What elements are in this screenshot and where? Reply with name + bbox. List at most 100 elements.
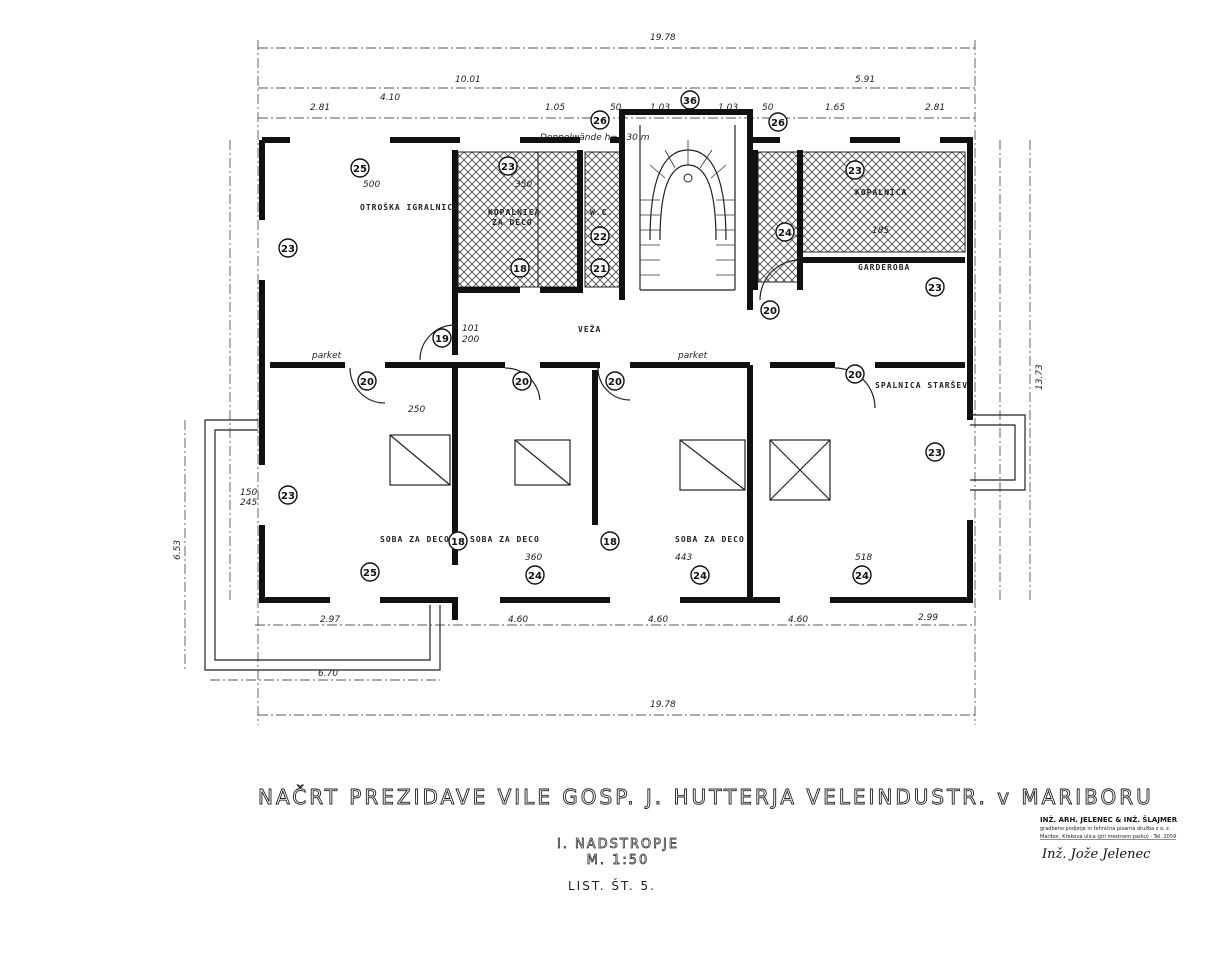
marker: 20 (605, 371, 625, 391)
dim-misc: 250 (408, 405, 425, 415)
room-playroom: OTROŠKA IGRALNICA (360, 201, 459, 212)
marker: 23 (278, 238, 298, 258)
dim-chain: 4.60 (508, 615, 528, 625)
dim-chain: 4.60 (788, 615, 808, 625)
dim-misc: 443 (675, 553, 692, 563)
room-markers: 25 23 26 36 26 23 23 18 21 22 24 23 19 2… (278, 90, 945, 585)
svg-text:23: 23 (848, 166, 862, 177)
marker: 19 (432, 328, 452, 348)
furniture-beds (389, 434, 831, 501)
room-hall: VEŽA (578, 323, 601, 334)
tiled-areas (457, 151, 966, 288)
marker: 18 (600, 531, 620, 551)
marker: 23 (925, 277, 945, 297)
marker: 23 (498, 156, 518, 176)
marker: 23 (845, 160, 865, 180)
balcony (970, 414, 1026, 491)
scale-label: M. 1:50 (587, 853, 650, 868)
marker: 18 (510, 258, 530, 278)
marker: 26 (768, 112, 788, 132)
svg-text:20: 20 (763, 306, 777, 317)
floor-label: I. NADSTROPJE (557, 837, 679, 852)
dim-misc: 101 (462, 324, 479, 334)
marker: 20 (357, 371, 377, 391)
marker: 24 (775, 222, 795, 242)
dim-left-block: 10.01 (455, 75, 481, 85)
dim-chain: 1.65 (825, 103, 845, 113)
room-kids-bath-2: ZA DECO (492, 218, 533, 227)
svg-text:20: 20 (608, 377, 622, 388)
svg-text:26: 26 (593, 116, 607, 127)
svg-text:24: 24 (778, 228, 792, 239)
dim-terrace: 6.70 (318, 669, 338, 679)
marker: 20 (512, 371, 532, 391)
svg-text:23: 23 (281, 491, 295, 502)
svg-text:23: 23 (281, 244, 295, 255)
stamp-firm: INŽ. ARH. JELENEC & INŽ. ŠLAJMER (1040, 815, 1178, 824)
dim-right-block: 5.91 (855, 75, 875, 85)
dim-chain: 50 (762, 103, 774, 113)
floor-parket: parket (677, 351, 708, 361)
signature: Inž. Jože Jelenec (1041, 847, 1151, 862)
dim-misc: 245 (240, 498, 257, 508)
marker: 24 (690, 565, 710, 585)
dim-chain: 2.81 (925, 103, 945, 113)
svg-text:23: 23 (928, 448, 942, 459)
svg-text:20: 20 (515, 377, 529, 388)
dim-misc: 200 (462, 335, 479, 345)
svg-text:21: 21 (593, 264, 607, 275)
room-wc: W.C. (590, 208, 613, 217)
svg-text:26: 26 (771, 118, 785, 129)
room-parents: SPALNICA STARŠEV (875, 379, 968, 390)
stamp-description: gradbeno podjetje in tehnična pisarna dr… (1040, 825, 1171, 832)
dim-chain: 50 (610, 103, 622, 113)
marker: 25 (360, 562, 380, 582)
marker: 21 (590, 258, 610, 278)
dim-misc: 350 (515, 180, 532, 190)
terrace (204, 419, 441, 671)
sheet-number: LIST. ŠT. 5. (568, 878, 656, 893)
dim-total-top: 19.78 (650, 33, 676, 43)
title-block: NAČRT PREZIDAVE VILE GOSP. J. HUTTERJA V… (258, 785, 1154, 893)
svg-text:24: 24 (855, 571, 869, 582)
architect-stamp: INŽ. ARH. JELENEC & INŽ. ŠLAJMER gradben… (1040, 815, 1178, 862)
staircase (639, 125, 736, 291)
stamp-address: Maribor, Krekova ulica (pri mestnem park… (1040, 834, 1176, 840)
walls (259, 109, 973, 620)
svg-text:25: 25 (363, 568, 377, 579)
dim-misc: 185 (872, 226, 889, 236)
svg-text:18: 18 (603, 537, 617, 548)
marker: 22 (590, 226, 610, 246)
svg-text:23: 23 (928, 283, 942, 294)
marker: 20 (845, 364, 865, 384)
svg-text:18: 18 (513, 264, 527, 275)
svg-text:25: 25 (353, 164, 367, 175)
svg-text:36: 36 (683, 96, 697, 107)
room-kids-bath-1: KOPALNICA (488, 208, 540, 217)
marker: 24 (525, 565, 545, 585)
dim-misc: 360 (525, 553, 542, 563)
marker: 18 (448, 531, 468, 551)
marker: 26 (590, 110, 610, 130)
dim-chain: 4.60 (648, 615, 668, 625)
svg-text:19: 19 (435, 334, 449, 345)
marker: 23 (925, 442, 945, 462)
room-kids-2: SOBA ZA DECO (470, 535, 540, 544)
drawing-title: NAČRT PREZIDAVE VILE GOSP. J. HUTTERJA V… (258, 785, 1154, 809)
svg-text:22: 22 (593, 232, 607, 243)
svg-text:20: 20 (848, 370, 862, 381)
dim-height-right: 13.73 (1035, 364, 1045, 390)
svg-text:20: 20 (360, 377, 374, 388)
dim-chain: 1.03 (718, 103, 738, 113)
ceiling-note: Doppelwände h=2.30 m (540, 133, 650, 143)
room-kids-3: SOBA ZA DECO (675, 535, 745, 544)
room-bath: KOPALNICA (855, 188, 907, 197)
dimension-lines (184, 40, 1031, 725)
marker: 24 (852, 565, 872, 585)
marker: 36 (680, 90, 700, 110)
svg-text:24: 24 (528, 571, 542, 582)
dim-chain: 2.81 (310, 103, 330, 113)
dim-total-bottom: 19.78 (650, 700, 676, 710)
dim-chain: 2.99 (918, 613, 938, 623)
